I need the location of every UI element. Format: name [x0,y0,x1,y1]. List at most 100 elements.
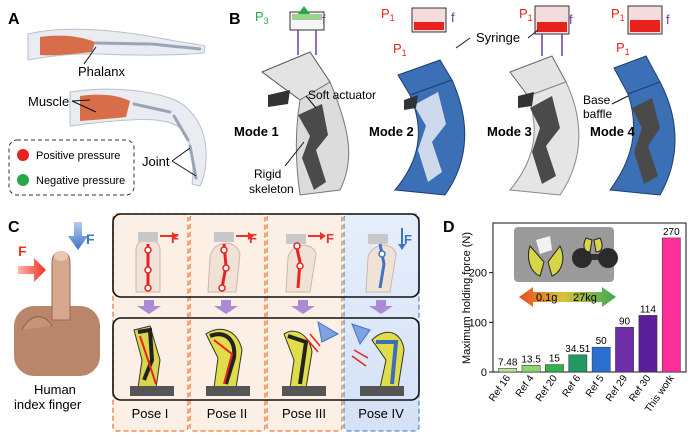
soft-actuator-leader [305,95,317,109]
pose-iv-down-arrow [369,300,393,314]
pose-iv-force-label: F [404,232,412,247]
positive-chamber-4 [630,20,660,32]
pose-ii-force-label: F [249,231,257,246]
joint-leader-2 [171,160,197,177]
x-tick-label: Ref 6 [561,373,584,399]
panel-a: A Phalanx Muscle Joint Positive pressure… [8,11,207,196]
mode-4-actuator [609,5,676,196]
pose-ii-finger [207,232,241,293]
panel-d: D Maximum holding force (N) 01002007.48R… [443,219,687,415]
p3-label: P3 [255,9,269,26]
pose-iv-robot [351,323,405,396]
x-tick-label: Ref 20 [534,373,560,404]
negative-pressure-dot [17,174,29,186]
phalanx-bones [94,41,202,51]
bar-5 [615,327,634,373]
panel-b-letter: B [229,11,241,28]
x-tick-label: Ref 4 [514,373,537,399]
panel-b: B P3 f Soft actuator Mode 1 Rigid skelet… [229,5,676,196]
label-syringe: Syringe [476,30,520,45]
bar-3 [568,354,588,373]
pose-iii-robot [282,320,340,396]
bar-value-label: 90 [619,316,631,327]
bar-2 [545,364,564,373]
bar-value-label: 15 [549,354,561,365]
pose-ii-down-arrow [214,300,238,314]
legend-negative-label: Negative pressure [36,175,125,187]
force-arrow-blue [68,222,88,250]
y-axis-label: Maximum holding force (N) [461,232,473,364]
finger-illustration-straight [27,28,206,61]
p1-label-mode4-top: P1 [611,6,625,23]
label-phalanx: Phalanx [78,64,125,79]
positive-chamber-2 [414,22,444,30]
f-label-1: f [322,12,326,27]
bar-4 [591,346,611,373]
bar-value-label: 7.48 [498,357,518,368]
phalanx-leader [83,46,97,65]
bottom-row-frame [112,317,420,401]
label-rigid: Rigid [254,167,281,181]
label-human: Human [34,382,76,397]
label-baffle: baffle [583,107,612,121]
bent-bones [132,102,198,180]
pose-i-label: Pose I [132,406,169,421]
legend-positive-label: Positive pressure [36,150,120,162]
range-max-label: 27kg [573,292,597,304]
label-joint: Joint [142,154,170,169]
bar-value-label: 50 [596,336,608,347]
bar-0 [498,368,518,373]
y-tick-label: 100 [469,317,487,329]
muscle-graphic-2 [80,94,130,121]
top-row-frame [112,213,420,298]
f-label-2: f [451,10,455,25]
pose-i-finger [135,232,161,293]
force-arrow-red [18,258,46,282]
pose-iii-finger [285,234,317,293]
label-base: Base [583,93,611,107]
mode-3-label: Mode 3 [487,124,532,139]
p1-label-mode4: P1 [616,40,630,57]
x-tick-label: Ref 5 [584,373,607,399]
mode-3-actuator [509,5,580,196]
range-min-label: 0.1g [536,292,557,304]
pose-i-robot [130,325,174,396]
rigid-skeleton-leader [284,141,305,167]
pose-i-down-arrow [137,300,161,314]
pose-ii-force-head [248,232,254,240]
base-baffle-leader [611,95,629,105]
p1-label-mode3-top: P1 [519,6,533,23]
f-label-3: f [569,12,573,27]
pose-ii-label: Pose II [207,406,247,421]
bar-6 [638,315,658,373]
pose-iii-force-head [320,232,326,240]
joint-leader-1 [171,147,191,162]
syringe-leader-2 [527,29,539,39]
positive-chamber-3 [537,22,567,32]
mode-2-actuator [394,7,466,196]
bar-value-label: 270 [663,227,680,238]
panel-c: C F F Human index finger [8,213,420,432]
force-label-red: F [18,243,27,259]
p1-label-mode2-top: P1 [381,6,395,23]
mode-2-label: Mode 2 [369,124,414,139]
syringe-leader-1 [455,37,471,49]
pose-iii-down-arrow [291,300,315,314]
y-tick-label: 200 [469,268,487,280]
muscle-graphic [40,35,95,56]
negative-chamber [292,14,322,20]
p1-label-mode2: P1 [393,41,407,58]
panel-c-letter: C [8,219,20,236]
y-tick-label: 0 [481,367,487,379]
bar-7 [661,237,681,373]
bar-1 [521,365,541,373]
pose-i-force-head [172,232,178,240]
muscle-leader-1 [71,99,91,102]
bar-value-label: 34.51 [565,344,590,355]
force-label-blue: F [86,231,95,247]
panel-a-letter: A [8,11,20,28]
mode-1-actuator [260,11,350,196]
pose-i-force-label: F [171,231,179,246]
negative-pressure-arrow [298,6,310,14]
